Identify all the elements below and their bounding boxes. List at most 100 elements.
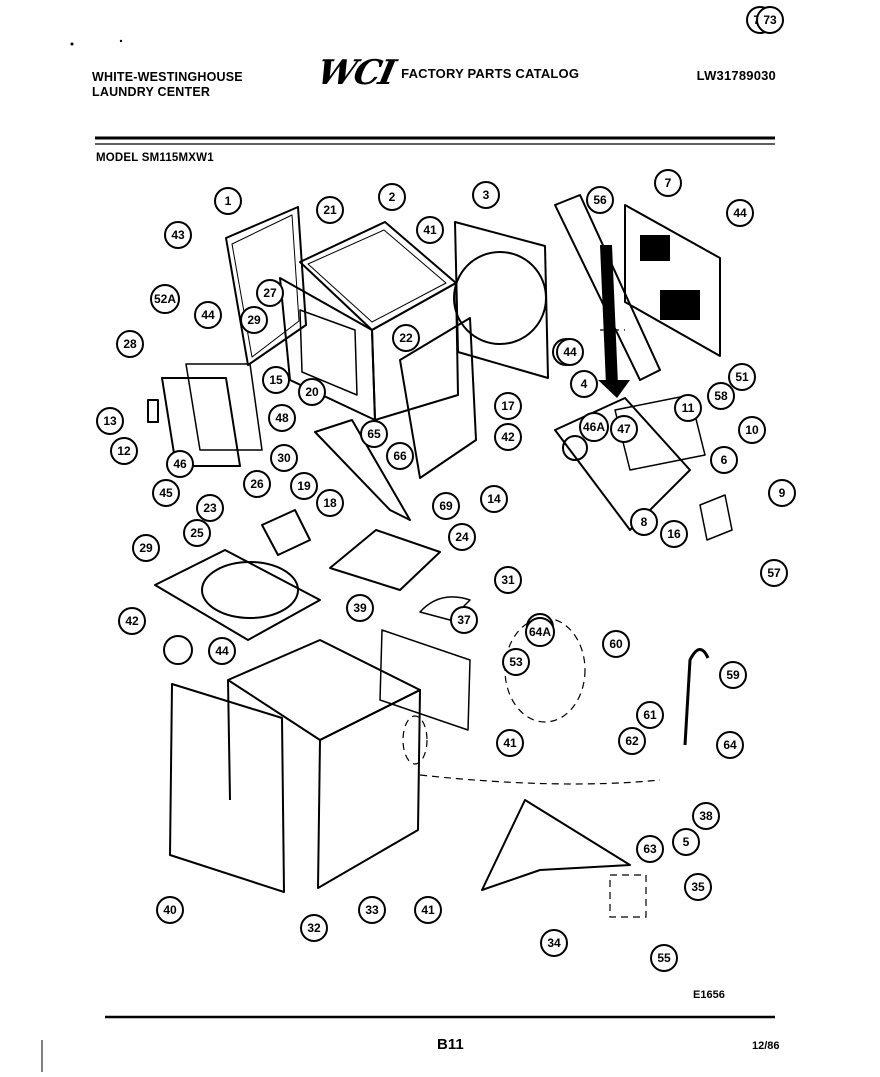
callout-number: 24 (455, 530, 469, 544)
callout-bubble (316, 489, 344, 517)
callout-29: 29 (240, 306, 268, 334)
callout-64: 64 (716, 731, 744, 759)
drum-back-circle (453, 251, 547, 345)
callout-69: 69 (432, 492, 460, 520)
callout-bubble (650, 944, 678, 972)
callout-bubble (360, 420, 388, 448)
callout-number: 34 (547, 936, 561, 950)
callout-53: 53 (502, 648, 530, 676)
front-panel-part-32 (169, 683, 285, 893)
callout-number: 64A (529, 625, 551, 639)
callout-bubble (194, 301, 222, 329)
callout-56: 56 (586, 186, 614, 214)
callout-number: 65 (367, 427, 381, 441)
callout-28: 28 (116, 330, 144, 358)
callout-73: 73 (756, 6, 784, 34)
callout-number: 53 (509, 655, 523, 669)
callout-bubble (540, 929, 568, 957)
callout-number: 46A (583, 420, 605, 434)
callout-bubble (602, 630, 630, 658)
callout-bubble (586, 186, 614, 214)
front-frame-part-27 (279, 277, 376, 421)
callout-44: 44 (556, 338, 584, 366)
callout-number: 11 (682, 401, 695, 415)
callout-number: 41 (503, 736, 517, 750)
callout-bubble (414, 896, 442, 924)
callout-51: 51 (728, 363, 756, 391)
callout-57: 57 (760, 559, 788, 587)
callout-bubble (386, 442, 414, 470)
callout-number: 38 (699, 809, 713, 823)
company-line-1: WHITE-WESTINGHOUSE (92, 70, 243, 84)
catalog-title: FACTORY PARTS CATALOG (401, 65, 580, 81)
callout-15: 15 (262, 366, 290, 394)
callout-34: 34 (540, 929, 568, 957)
callout-number: 19 (297, 479, 311, 493)
callout-number: 45 (159, 486, 173, 500)
callout-63: 63 (636, 835, 664, 863)
callout-number: 20 (305, 385, 319, 399)
callout-bubble (480, 485, 508, 513)
callout-bubble (156, 896, 184, 924)
callout-16: 16 (660, 520, 688, 548)
callout-bubble (132, 534, 160, 562)
panel-part-36 (379, 629, 471, 731)
stray-dot (70, 42, 74, 46)
callout-bubble (208, 637, 236, 665)
callout-2: 2 (378, 183, 406, 211)
door-gasket-part-15 (185, 363, 263, 451)
top-lid-part-29 (154, 549, 321, 641)
callout-bubble (298, 378, 326, 406)
callout-bubble (152, 479, 180, 507)
belt-part-43 (163, 635, 193, 665)
callout-47: 47 (610, 415, 638, 443)
callout-bubble (654, 169, 682, 197)
callout-number: 58 (714, 389, 728, 403)
callout-number: 42 (125, 614, 139, 628)
door-opening (299, 309, 358, 396)
callout-66: 66 (386, 442, 414, 470)
callout-number: 15 (269, 373, 283, 387)
callout-61: 61 (636, 701, 664, 729)
callout-number: 9 (779, 486, 786, 500)
callout-60: 60 (602, 630, 630, 658)
bracket-part-6 (614, 394, 706, 471)
model-label: MODEL SM115MXW1 (96, 152, 214, 164)
callout-bubble (268, 404, 296, 432)
callout-bubble (472, 181, 500, 209)
callout-bubble (738, 416, 766, 444)
callout-bubble (710, 446, 738, 474)
callout-bubble (760, 559, 788, 587)
callout-30: 30 (270, 444, 298, 472)
stray-dot (119, 39, 123, 43)
callout-40: 40 (156, 896, 184, 924)
callout-58: 58 (707, 382, 735, 410)
callout-number: 14 (487, 492, 501, 506)
callout-44: 44 (208, 637, 236, 665)
heater-assembly-part-4 (554, 397, 691, 531)
side-panel-part-17 (399, 317, 477, 479)
top-cabinet-top-inner (307, 229, 447, 323)
callout-number: 73 (763, 13, 777, 27)
callout-bubble (316, 196, 344, 224)
callout-42: 42 (494, 423, 522, 451)
callout-number: 43 (171, 228, 185, 242)
callout-10: 10 (738, 416, 766, 444)
callout-number: 28 (123, 337, 137, 351)
control-panel-label (660, 290, 700, 320)
callout-number: 64 (723, 738, 737, 752)
callout-number: 63 (643, 842, 657, 856)
callout-number: 10 (745, 423, 759, 437)
callout-bubble (450, 606, 478, 634)
callout-number: 39 (353, 601, 367, 615)
callout-number: 66 (393, 449, 407, 463)
callout-bubble (448, 523, 476, 551)
callout-bubble (378, 183, 406, 211)
catalog-header: WCI FACTORY PARTS CATALOG (314, 53, 580, 93)
lower-cabinet-edge (227, 679, 231, 801)
callout-bubble (726, 199, 754, 227)
callout-8: 8 (630, 508, 658, 536)
callout-number: 17 (501, 399, 515, 413)
callout-44: 44 (194, 301, 222, 329)
